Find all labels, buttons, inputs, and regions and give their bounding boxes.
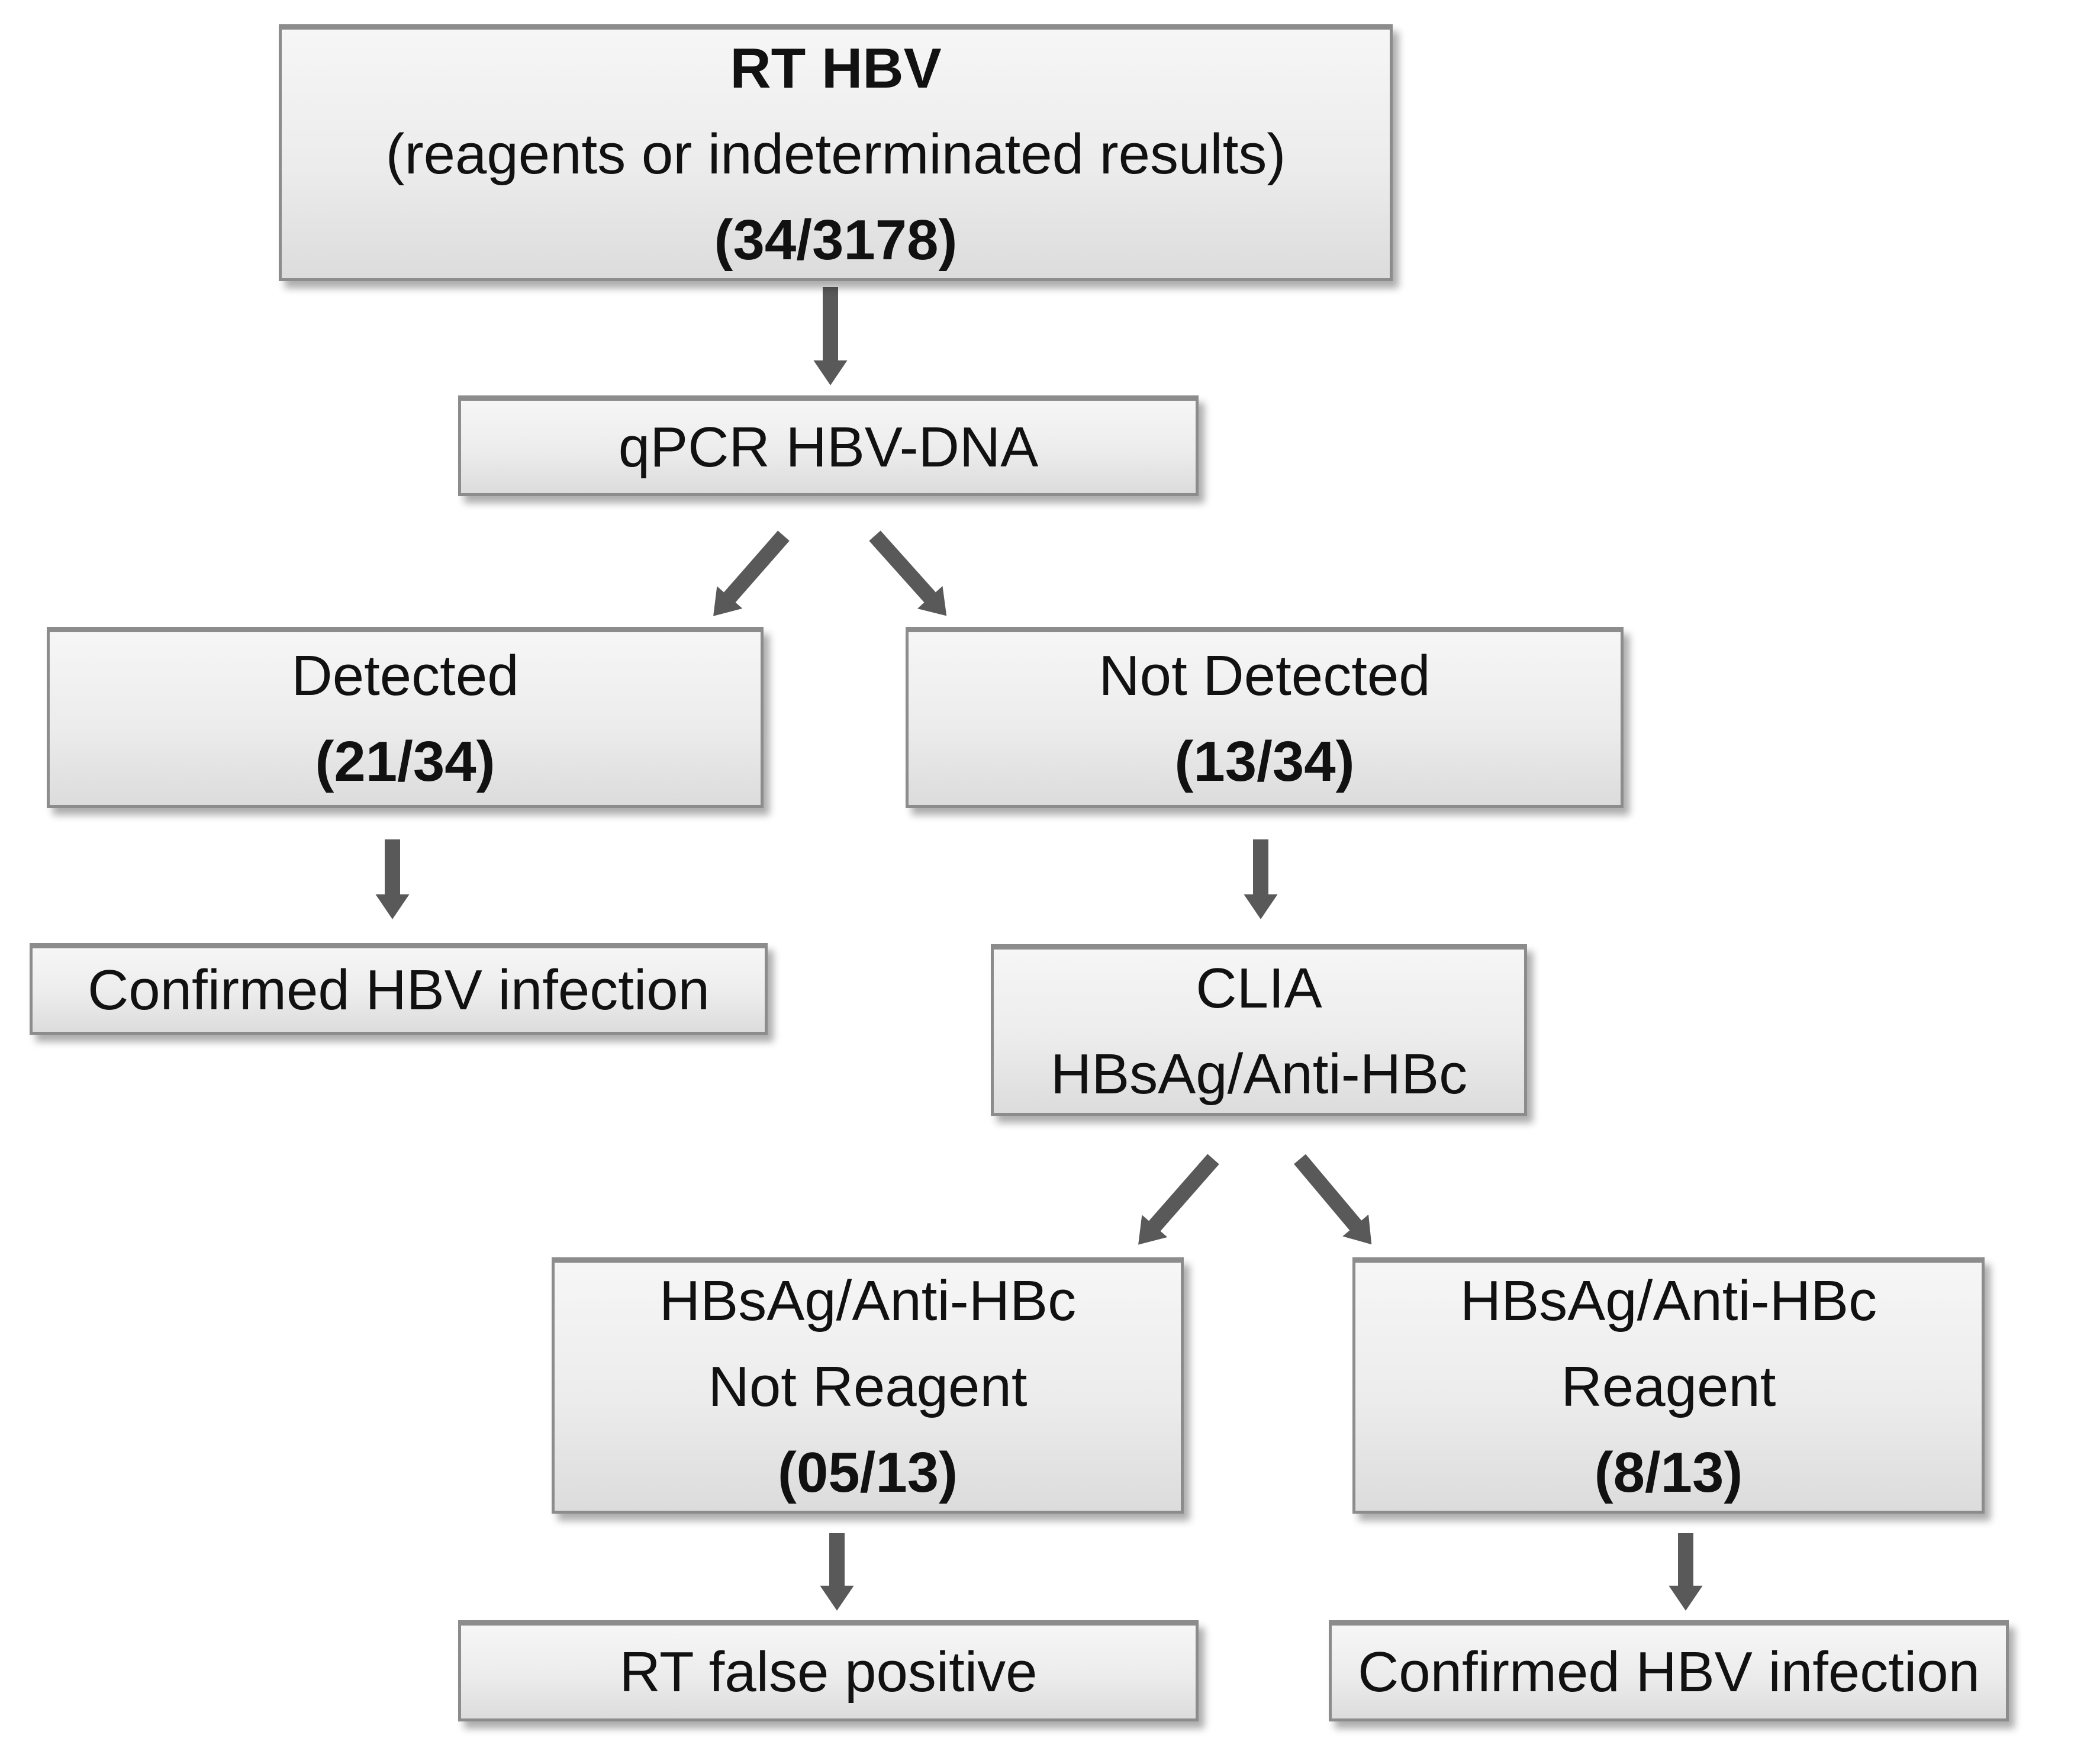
node-rt-false-positive: RT false positive [458, 1620, 1199, 1721]
node-label-line: RT false positive [619, 1640, 1038, 1704]
node-label-line: (13/34) [1174, 730, 1355, 793]
node-label-line: (reagents or indeterminated results) [385, 122, 1286, 186]
node-label-line: CLIA [1196, 957, 1322, 1020]
arrow-qpcr-to-not-detected [869, 530, 947, 616]
node-label-line: (05/13) [777, 1441, 958, 1504]
node-rt-hbv: RT HBV (reagents or indeterminated resul… [279, 24, 1393, 281]
node-label-line: Detected [291, 644, 519, 707]
node-label-line: (34/3178) [714, 208, 958, 272]
node-label-line: (8/13) [1594, 1441, 1743, 1504]
node-label-line: Not Reagent [708, 1355, 1028, 1418]
node-label-line: Reagent [1561, 1355, 1776, 1418]
node-hbsag-anti-hbc-not-reagent: HBsAg/Anti-HBc Not Reagent (05/13) [552, 1257, 1184, 1514]
node-detected: Detected (21/34) [47, 627, 764, 808]
node-confirmed-hbv-infection-left: Confirmed HBV infection [30, 943, 768, 1035]
node-label-line: (21/34) [315, 730, 495, 793]
node-label-line: Confirmed HBV infection [87, 958, 710, 1022]
node-label-line: HBsAg/Anti-HBc [1460, 1269, 1877, 1333]
node-label-line: HBsAg/Anti-HBc [659, 1269, 1077, 1333]
node-label-line: Not Detected [1099, 644, 1431, 707]
node-confirmed-hbv-infection-right: Confirmed HBV infection [1329, 1620, 2009, 1721]
arrow-clia-to-reagent [1294, 1154, 1372, 1245]
node-label-line: qPCR HBV-DNA [618, 415, 1039, 479]
arrow-qpcr-to-detected [713, 530, 790, 616]
node-label-line: Confirmed HBV infection [1357, 1640, 1980, 1704]
node-not-detected: Not Detected (13/34) [906, 627, 1624, 808]
node-label-line: RT HBV [730, 36, 942, 100]
node-clia-hbsag-anti-hbc: CLIA HBsAg/Anti-HBc [991, 944, 1527, 1116]
arrow-clia-to-not-reagent [1138, 1154, 1219, 1245]
node-qpcr-hbv-dna: qPCR HBV-DNA [458, 395, 1199, 496]
node-label-line: HBsAg/Anti-HBc [1050, 1042, 1468, 1106]
node-hbsag-anti-hbc-reagent: HBsAg/Anti-HBc Reagent (8/13) [1352, 1257, 1985, 1514]
